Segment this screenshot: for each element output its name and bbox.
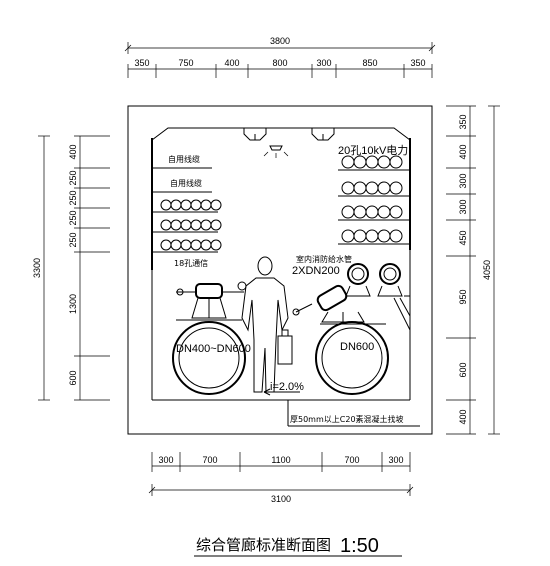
top-dim-seg-4: 800 [272,58,287,68]
drawing-title: 综合管廊标准断面图 1:50 [194,535,402,557]
top-dimension-group: 3800 350 750 400 800 300 850 350 [124,36,436,78]
label-fire-water-size: 2XDN200 [292,265,340,277]
label-floor-note: 厚50mm以上C20素混凝土找坡 [290,414,404,424]
left-dimension-group: 3300 400 250 250 250 250 1300 600 [32,135,110,401]
person-figure-icon [241,256,293,393]
ceiling-hangers [243,128,335,141]
top-dim-seg-7: 350 [410,58,425,68]
label-fire-water: 室内消防给水管 [296,254,352,264]
right-dim-seg-4: 300 [458,199,468,214]
pipe-support-bracket [393,295,411,331]
right-large-pipe [315,321,389,395]
bottom-dim-seg-5: 300 [388,455,403,465]
label-cable-self-1: 自用线缆 [168,154,200,164]
right-valve-icon [292,284,365,323]
label-pipe-left: DN400~DN600 [176,343,251,355]
outer-section-box [127,105,433,435]
right-cable-bundle-row-1 [341,155,403,169]
label-comm-18: 18孔通信 [174,258,208,268]
top-dim-seg-1: 350 [134,58,149,68]
right-total-dim: 4050 [482,260,492,280]
label-pipe-right: DN600 [340,341,374,353]
top-dim-seg-3: 400 [224,58,239,68]
bottom-dim-seg-4: 700 [344,455,359,465]
bottom-total-dim: 3100 [271,494,291,504]
left-dim-seg-6: 1300 [68,294,78,314]
left-dim-seg-2: 250 [68,170,78,185]
bottom-dim-seg-2: 700 [202,455,217,465]
right-dim-seg-8: 400 [458,409,468,424]
left-total-dim: 3300 [32,258,42,278]
right-dim-ticks [446,105,476,435]
fire-water-pipe-left [345,263,371,297]
right-cable-bundle-row-3 [341,205,403,219]
right-cable-bundle-row-2 [341,181,403,195]
top-dim-ticks [127,64,433,78]
right-dim-seg-3: 300 [458,173,468,188]
bottom-dim-seg-3: 1100 [271,455,290,465]
floor-leader [287,400,420,427]
top-dim-seg-6: 850 [362,58,377,68]
left-cable-bundle-row-2 [160,219,222,231]
left-dim-seg-3: 250 [68,190,78,205]
right-dim-seg-5: 450 [458,230,468,245]
light-fixture-icon [263,145,289,158]
left-cable-bundle-row-1 [160,199,222,211]
right-dim-seg-7: 600 [458,362,468,377]
top-total-dim: 3800 [270,36,290,46]
left-dim-seg-7: 600 [68,370,78,385]
right-dim-seg-2: 400 [458,144,468,159]
bottom-dimension-group: 300 700 1100 700 300 3100 [148,452,414,504]
label-10kv-20: 20孔10kV电力 [338,144,408,157]
left-valve-icon [176,281,247,319]
left-large-pipe [172,319,246,395]
left-dim-seg-4: 250 [68,210,78,225]
title-text: 综合管廊标准断面图 [196,536,331,554]
right-dim-seg-6: 950 [458,289,468,304]
title-scale: 1:50 [340,535,379,557]
left-dim-seg-5: 250 [68,232,78,247]
top-dim-seg-5: 300 [316,58,331,68]
right-dim-seg-1: 350 [458,114,468,129]
right-cable-rack [338,138,411,250]
right-dimension-group: 4050 350 400 300 300 450 950 600 400 [446,105,500,435]
label-cable-self-2: 自用线缆 [170,178,202,188]
top-dim-seg-2: 750 [178,58,193,68]
left-dim-seg-1: 400 [68,144,78,159]
fire-water-pipe-right [377,263,403,297]
slope-arrow-icon [263,388,300,396]
left-cable-rack [151,138,218,270]
label-slope: i=2.0% [270,381,304,393]
right-cable-bundle-row-4 [341,229,403,243]
bottom-dim-seg-1: 300 [158,455,173,465]
left-cable-bundle-row-3 [160,239,222,251]
left-dim-ticks [74,135,110,401]
